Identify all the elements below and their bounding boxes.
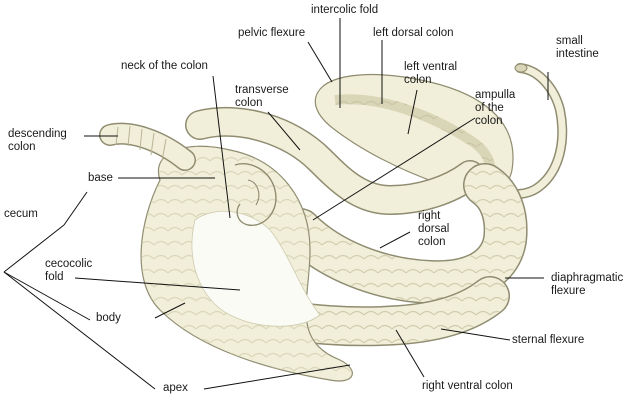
label-body: body xyxy=(96,312,121,324)
leader-lines xyxy=(3,18,549,390)
label-right-dorsal-colon: right dorsal colon xyxy=(418,210,450,248)
label-pelvic-flexure: pelvic flexure xyxy=(238,27,306,39)
label-left-dorsal-colon: left dorsal colon xyxy=(373,27,454,39)
label-descending-colon: descending colon xyxy=(8,128,67,153)
label-ampulla-of-colon: ampulla of the colon xyxy=(475,89,516,127)
label-small-intestine: small intestine xyxy=(556,35,599,60)
label-transverse-colon: transverse colon xyxy=(235,84,289,109)
label-base: base xyxy=(88,172,113,184)
label-sternal-flexure: sternal flexure xyxy=(512,334,585,346)
label-left-ventral-colon: left ventral colon xyxy=(404,61,458,86)
label-neck-of-colon: neck of the colon xyxy=(121,60,208,72)
label-right-ventral-colon: right ventral colon xyxy=(422,380,513,392)
label-apex: apex xyxy=(163,382,188,394)
label-intercolic-fold: intercolic fold xyxy=(311,4,379,16)
label-cecum: cecum xyxy=(4,208,38,220)
label-cecocolic-fold: cecocolic fold xyxy=(45,258,93,283)
cecocolic-fold-shape xyxy=(191,210,321,327)
label-diaphragmatic-flexure: diaphragmatic flexure xyxy=(551,272,624,297)
